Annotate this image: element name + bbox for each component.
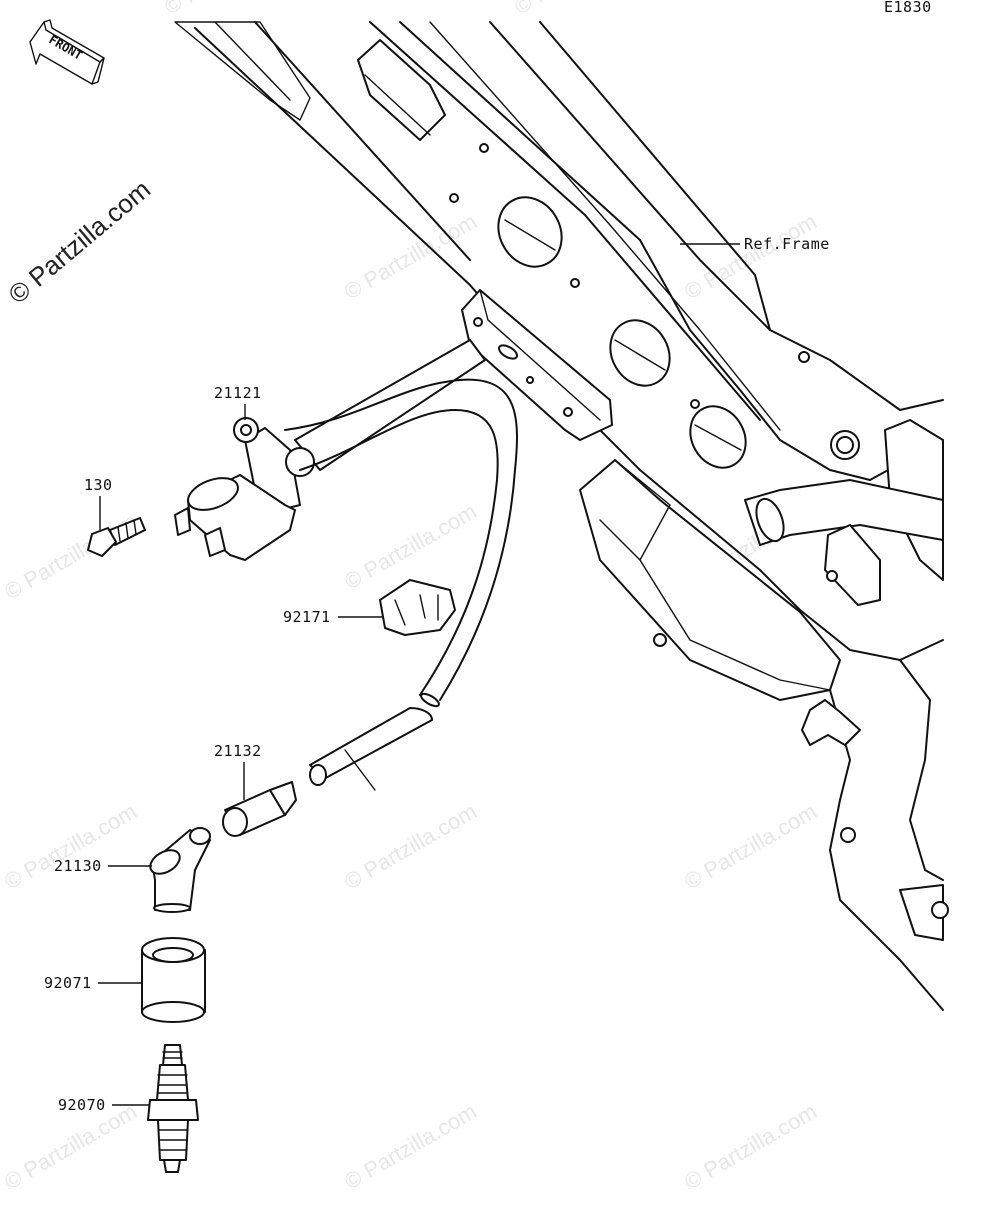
watermark: © Partzilla.com [0, 799, 141, 895]
part-number-130: 130 [84, 476, 113, 494]
watermark: © Partzilla.com [0, 509, 141, 605]
watermark: © Partzilla.com [510, 0, 651, 19]
watermark: © Partzilla.com [340, 209, 481, 305]
part-number-21130: 21130 [54, 857, 102, 875]
ht-lead [284, 378, 518, 791]
plug-cap-21130 [149, 827, 211, 913]
watermark: © Partzilla.com [680, 799, 821, 895]
ignition-coil [174, 339, 486, 561]
diagram-code: E1830 [884, 0, 932, 16]
part-number-21121: 21121 [214, 384, 262, 402]
watermark: © Partzilla.com [160, 0, 301, 19]
watermark: © Partzilla.com [340, 1099, 481, 1195]
part-callouts: 21121 130 92171 21132 21130 92071 92070 [44, 384, 382, 1114]
watermark: © Partzilla.com [680, 209, 821, 305]
ref-frame-label: Ref.Frame [744, 235, 830, 253]
front-arrow: FRONT [29, 19, 105, 85]
watermark: © Partzilla.com [340, 799, 481, 895]
watermark-main: © Partzilla.com [3, 174, 156, 310]
seal-92071 [141, 937, 206, 1023]
front-label: FRONT [47, 32, 85, 62]
part-number-92171: 92171 [283, 608, 331, 626]
frame-drawing [174, 21, 949, 1011]
cap-21132 [222, 781, 297, 837]
part-number-21132: 21132 [214, 742, 262, 760]
bolt-130 [87, 517, 146, 557]
spark-plug-92070 [147, 1044, 199, 1173]
clamp-92171 [379, 579, 456, 636]
watermark: © Partzilla.com [680, 1099, 821, 1195]
part-number-92071: 92071 [44, 974, 92, 992]
part-number-92070: 92070 [58, 1096, 106, 1114]
